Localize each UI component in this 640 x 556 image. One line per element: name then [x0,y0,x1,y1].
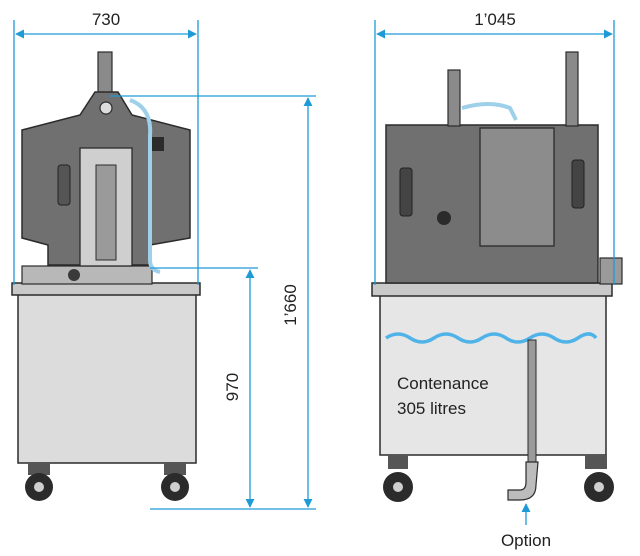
side-handle-right [571,159,585,209]
front-caster-left-bracket [28,463,50,475]
front-switch [150,137,164,151]
dim-height-total-label: 1’660 [281,284,300,326]
dimensions [13,20,615,525]
side-countertop [371,282,613,297]
option-elbow [507,461,539,501]
side-knob [437,211,451,225]
side-wheel-left-hub [393,482,403,492]
dim-width-side-label: 1’045 [474,10,516,29]
front-wheel-right-hub [170,482,180,492]
side-caster-right-bracket [585,455,607,469]
side-wheel-right-hub [594,482,604,492]
tank-capacity-line1: Contenance [397,374,489,393]
front-wheel-left-hub [34,482,44,492]
front-caster-right-bracket [164,463,186,475]
dim-width-front-label: 730 [92,10,120,29]
tank-capacity-line2: 305 litres [397,399,466,418]
side-front-cover [479,127,555,247]
front-hose [129,98,161,274]
side-view [371,51,623,502]
option-label: Option [501,531,551,550]
front-handle-left [57,164,71,206]
side-spout [599,257,623,285]
side-cabinet [379,294,607,456]
side-post-right [565,51,579,127]
side-post-left [447,69,461,127]
front-cabinet [17,292,197,464]
front-knob [68,269,80,281]
water-level [385,332,598,344]
front-center-slot [95,164,117,261]
dim-height-table-label: 970 [223,373,242,401]
front-head-dome [99,101,113,115]
side-caster-left-bracket [388,455,408,469]
front-base-plate [21,265,153,285]
front-countertop [11,282,201,296]
front-view [11,51,201,501]
tank-pipe [527,339,537,466]
side-handle-left [399,167,413,217]
side-hose [461,102,518,121]
